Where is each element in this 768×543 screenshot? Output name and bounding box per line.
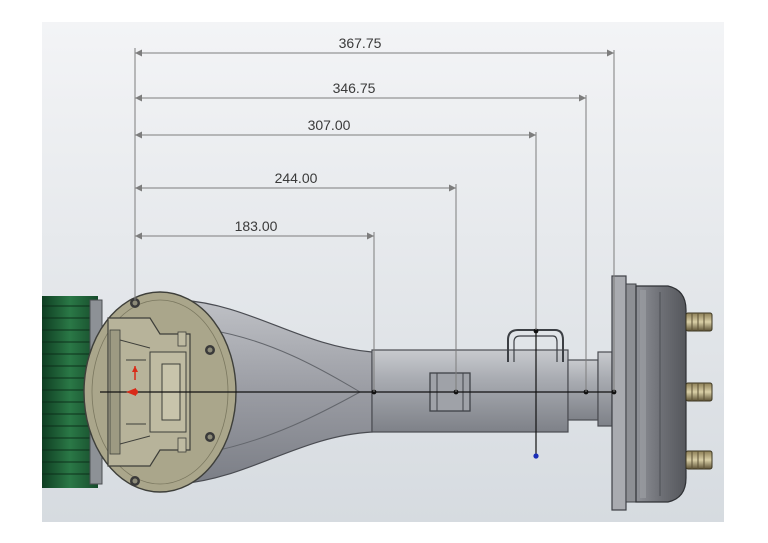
dimension-label: 367.75	[339, 35, 382, 51]
dimension-label: 307.00	[308, 117, 351, 133]
extension-lines	[134, 48, 615, 392]
sketch-endpoint[interactable]	[533, 453, 539, 459]
sketch-line[interactable]	[533, 328, 539, 459]
brake-drum[interactable]	[611, 275, 687, 511]
dimension-label: 244.00	[275, 170, 318, 186]
dimension-367-75[interactable]: 367.75	[135, 35, 614, 57]
dimension-346-75[interactable]: 346.75	[135, 80, 586, 102]
origin-marker[interactable]	[126, 366, 138, 396]
wheel-studs	[685, 312, 713, 470]
dimension-label: 346.75	[333, 80, 376, 96]
dimension-183[interactable]: 183.00	[135, 218, 374, 240]
dimension-307[interactable]: 307.00	[135, 117, 536, 139]
dimension-244[interactable]: 244.00	[135, 170, 456, 192]
dimension-label: 183.00	[235, 218, 278, 234]
